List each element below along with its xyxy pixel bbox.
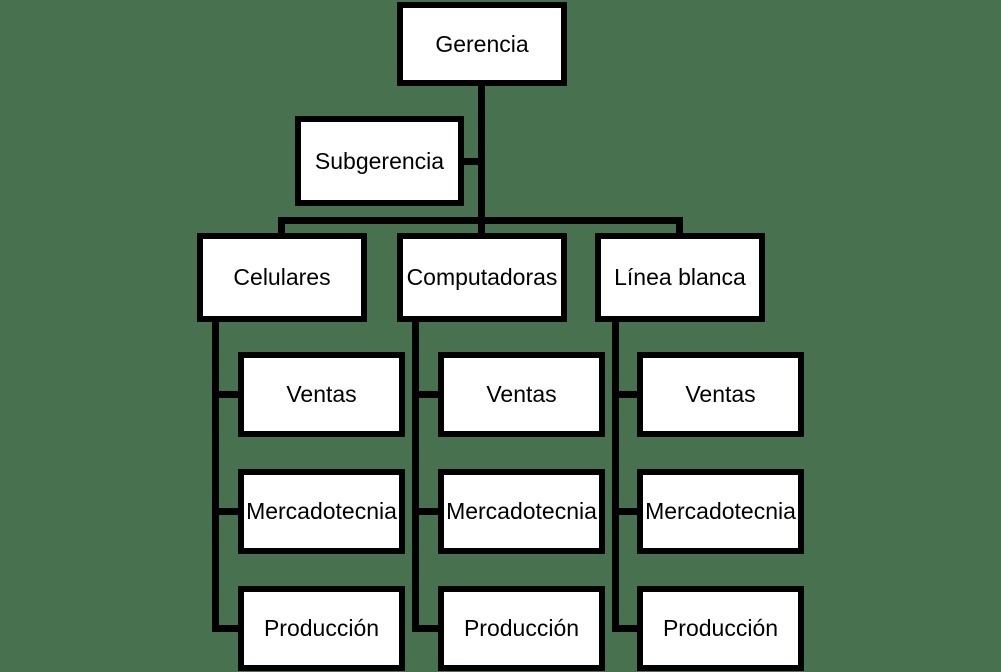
node-celulares-produccion: Producción bbox=[238, 586, 405, 671]
node-linea-blanca-ventas: Ventas bbox=[637, 352, 804, 437]
node-linea-blanca-mercadotecnia: Mercadotecnia bbox=[637, 469, 804, 554]
connector-subgerencia-stub bbox=[462, 158, 482, 165]
node-linea-blanca-ventas-label: Ventas bbox=[685, 381, 756, 407]
node-linea-blanca: Línea blanca bbox=[595, 233, 765, 322]
connector-drop-linea-blanca bbox=[676, 217, 683, 234]
connector-branch1-ventas-stub bbox=[214, 391, 242, 398]
connector-branch3-mercadotecnia-stub bbox=[614, 508, 641, 515]
node-computadoras-produccion: Producción bbox=[438, 586, 605, 671]
node-computadoras-mercadotecnia: Mercadotecnia bbox=[438, 469, 605, 554]
node-computadoras-ventas: Ventas bbox=[438, 352, 605, 437]
node-subgerencia: Subgerencia bbox=[295, 116, 464, 206]
node-celulares-ventas-label: Ventas bbox=[286, 381, 357, 407]
node-celulares-ventas: Ventas bbox=[238, 352, 405, 437]
connector-branch3-ventas-stub bbox=[614, 391, 641, 398]
connector-branch3-produccion-stub bbox=[614, 625, 641, 632]
connector-branch2-vertical bbox=[412, 318, 419, 632]
connector-branch2-mercadotecnia-stub bbox=[414, 508, 442, 515]
node-computadoras-mercadotecnia-label: Mercadotecnia bbox=[446, 498, 597, 524]
node-linea-blanca-label: Línea blanca bbox=[614, 264, 746, 290]
node-linea-blanca-mercadotecnia-label: Mercadotecnia bbox=[645, 498, 796, 524]
node-linea-blanca-produccion: Producción bbox=[637, 586, 804, 671]
connector-branch-horizontal bbox=[278, 217, 683, 224]
node-computadoras-produccion-label: Producción bbox=[463, 615, 580, 641]
connector-branch1-vertical bbox=[212, 318, 219, 632]
node-celulares-mercadotecnia: Mercadotecnia bbox=[238, 469, 405, 554]
node-computadoras-label: Computadoras bbox=[406, 264, 558, 290]
connector-branch3-vertical bbox=[612, 318, 619, 632]
node-celulares-produccion-label: Producción bbox=[263, 615, 380, 641]
node-gerencia: Gerencia bbox=[397, 2, 567, 86]
connector-branch2-ventas-stub bbox=[414, 391, 442, 398]
connector-branch1-produccion-stub bbox=[214, 625, 242, 632]
node-celulares-label: Celulares bbox=[233, 264, 331, 290]
node-linea-blanca-produccion-label: Producción bbox=[662, 615, 779, 641]
connector-branch1-mercadotecnia-stub bbox=[214, 508, 242, 515]
node-computadoras: Computadoras bbox=[397, 233, 567, 322]
connector-drop-celulares bbox=[278, 217, 285, 234]
node-celulares-mercadotecnia-label: Mercadotecnia bbox=[246, 498, 397, 524]
node-computadoras-ventas-label: Ventas bbox=[486, 381, 557, 407]
node-gerencia-label: Gerencia bbox=[435, 30, 529, 57]
node-celulares: Celulares bbox=[197, 233, 367, 322]
connector-branch2-produccion-stub bbox=[414, 625, 442, 632]
node-subgerencia-label: Subgerencia bbox=[314, 147, 445, 174]
